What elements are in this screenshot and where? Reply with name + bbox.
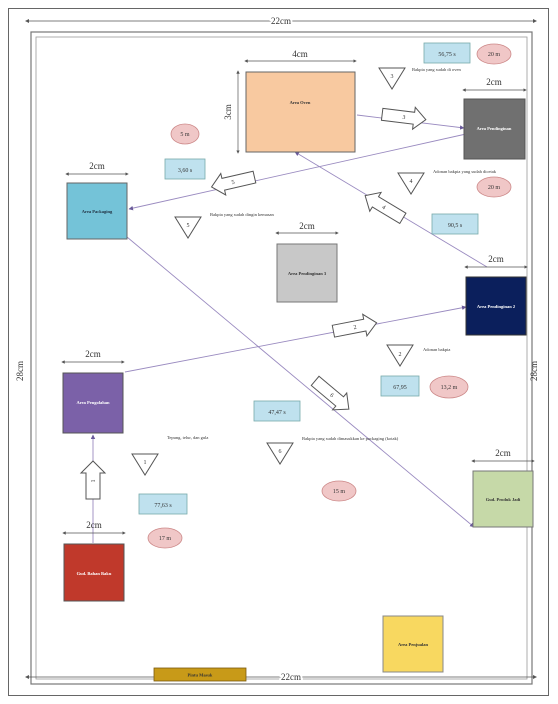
distance-oval-3-value: 20 m: [488, 52, 501, 58]
door-pintu-masuk: [153, 667, 247, 682]
area-pendinginan-1-label: Area Pendinginan: [477, 126, 512, 131]
oven-height-label: 3cm: [223, 104, 233, 120]
layout-diagram: 22cm 22cm 28cm 28cm Area Oven 4cm 3cm Ar…: [15, 14, 539, 685]
block-arrow-3: 3: [380, 106, 427, 131]
block-arrow-6: 6: [310, 375, 350, 411]
block-arrow-6-label: 6: [328, 393, 334, 400]
time-box-1-value: 77,63 s: [154, 503, 172, 509]
block-arrow-1: 1: [79, 460, 107, 500]
time-box-3-value: 56,75 s: [438, 52, 456, 58]
block-arrow-3-label: 3: [402, 115, 406, 121]
oven-width-label: 4cm: [292, 49, 308, 59]
layout-frame: 22cm 22cm 28cm 28cm Area Oven 4cm 3cm Ar…: [8, 8, 549, 696]
time-box-5: [164, 158, 206, 180]
distance-oval-2-value: 13,2 m: [441, 385, 458, 391]
step-2-number: 2: [399, 352, 402, 358]
distance-oval-3: [476, 43, 512, 65]
step-4-marker: 4 Adonan bakpia yang sudah dicetak: [397, 169, 497, 195]
time-box-2-value: 67,95: [393, 385, 407, 391]
bottom-dimension-label: 22cm: [281, 672, 301, 682]
distance-oval-2: [429, 375, 469, 399]
time-box-4-value: 90,5 s: [448, 223, 463, 229]
pendinginan-3-width-label: 2cm: [299, 221, 315, 231]
area-penjualan: [382, 615, 444, 673]
step-5-number: 5: [187, 223, 190, 229]
right-dimension-label: 28cm: [529, 361, 539, 381]
area-gudang-produk-jadi-label: Gud. Produk Jadi: [486, 497, 521, 502]
step-3-note: Bakpia yang sudah di oven: [412, 67, 461, 72]
step-5-marker: 5 Bakpia yang sudah dingin kemasan: [174, 212, 274, 239]
time-box-6-value: 47,47 s: [268, 410, 286, 416]
pendinginan-2-width-label: 2cm: [488, 254, 504, 264]
step-2-note: Adonan bakpia: [423, 347, 450, 352]
step-3-number: 3: [391, 74, 394, 80]
time-box-4: [431, 213, 479, 235]
distance-oval-1: [147, 527, 183, 549]
step-1-note: Tepung, telur, dan gula: [167, 435, 208, 441]
flow-line-5: [128, 133, 467, 211]
gudang-produk-jadi-width-label: 2cm: [495, 448, 511, 458]
gudang-bahan-baku-width-label: 2cm: [86, 520, 102, 530]
distance-oval-4-value: 20 m: [488, 185, 501, 191]
pengolahan-width-label: 2cm: [85, 349, 101, 359]
step-4-number: 4: [410, 179, 413, 185]
block-arrow-2-label: 2: [353, 325, 357, 331]
distance-oval-6: [321, 480, 357, 502]
distance-oval-5: [170, 123, 200, 145]
room-outer-wall: [30, 31, 533, 685]
area-pendinginan-1: [463, 98, 526, 160]
time-box-5-value: 3,60 s: [178, 168, 193, 174]
flow-line-6: [126, 236, 475, 528]
pendinginan-1-width-label: 2cm: [486, 77, 502, 87]
flow-line-2: [124, 305, 467, 373]
time-box-1: [138, 493, 188, 515]
block-arrow-4: 4: [364, 191, 407, 225]
area-pendinginan-3-label: Area Pendinginan 3: [288, 271, 327, 276]
step-4-note: Adonan bakpia yang sudah dicetak: [433, 169, 497, 174]
area-oven: [245, 71, 356, 153]
left-dimension-label: 28cm: [15, 361, 25, 381]
block-arrow-4-label: 4: [381, 205, 387, 212]
step-6-number: 6: [279, 449, 282, 455]
top-dimension-label: 22cm: [271, 16, 291, 26]
time-box-2: [380, 375, 420, 397]
door-pintu-masuk-label: Pintu Masuk: [188, 673, 213, 678]
step-1-number: 1: [144, 460, 147, 466]
area-penjualan-label: Area Penjualan: [398, 642, 429, 647]
distance-oval-1-value: 17 m: [159, 536, 172, 542]
area-gudang-produk-jadi: [472, 470, 534, 528]
area-pengolahan: [62, 372, 124, 434]
step-2-marker: 2 Adonan bakpia: [386, 344, 450, 367]
block-arrow-5-label: 5: [231, 180, 235, 187]
step-3-marker: 3 Bakpia yang sudah di oven: [378, 67, 461, 90]
step-6-marker: 6 Bakpia yang sudah dimasukkan ke packag…: [266, 436, 399, 465]
area-pengolahan-label: Area Pengolahan: [76, 400, 110, 405]
packaging-width-label: 2cm: [89, 161, 105, 171]
area-oven-label: Area Oven: [290, 100, 311, 105]
area-gudang-bahan-baku-label: Gud. Bahan Baku: [77, 571, 112, 576]
room-inner-wall: [35, 36, 528, 680]
block-arrow-1-label: 1: [91, 480, 97, 483]
block-arrow-2: 2: [331, 313, 378, 338]
step-5-note: Bakpia yang sudah dingin kemasan: [210, 212, 274, 217]
area-packaging: [66, 182, 128, 240]
time-box-6: [253, 400, 301, 422]
area-packaging-label: Area Packaging: [82, 209, 113, 214]
step-6-note: Bakpia yang sudah dimasukkan ke packagin…: [302, 436, 399, 441]
area-pendinginan-2-label: Area Pendinginan 2: [477, 304, 516, 309]
distance-oval-4: [476, 176, 512, 198]
area-gudang-bahan-baku: [63, 543, 125, 602]
block-arrow-5: 5: [210, 170, 257, 196]
distance-oval-6-value: 15 m: [333, 489, 346, 495]
time-box-3: [423, 42, 471, 64]
distance-oval-5-value: 5 m: [180, 132, 190, 138]
area-pendinginan-3: [276, 243, 338, 303]
area-pendinginan-2: [465, 276, 527, 336]
step-1-marker: 1 Tepung, telur, dan gula: [131, 435, 208, 476]
